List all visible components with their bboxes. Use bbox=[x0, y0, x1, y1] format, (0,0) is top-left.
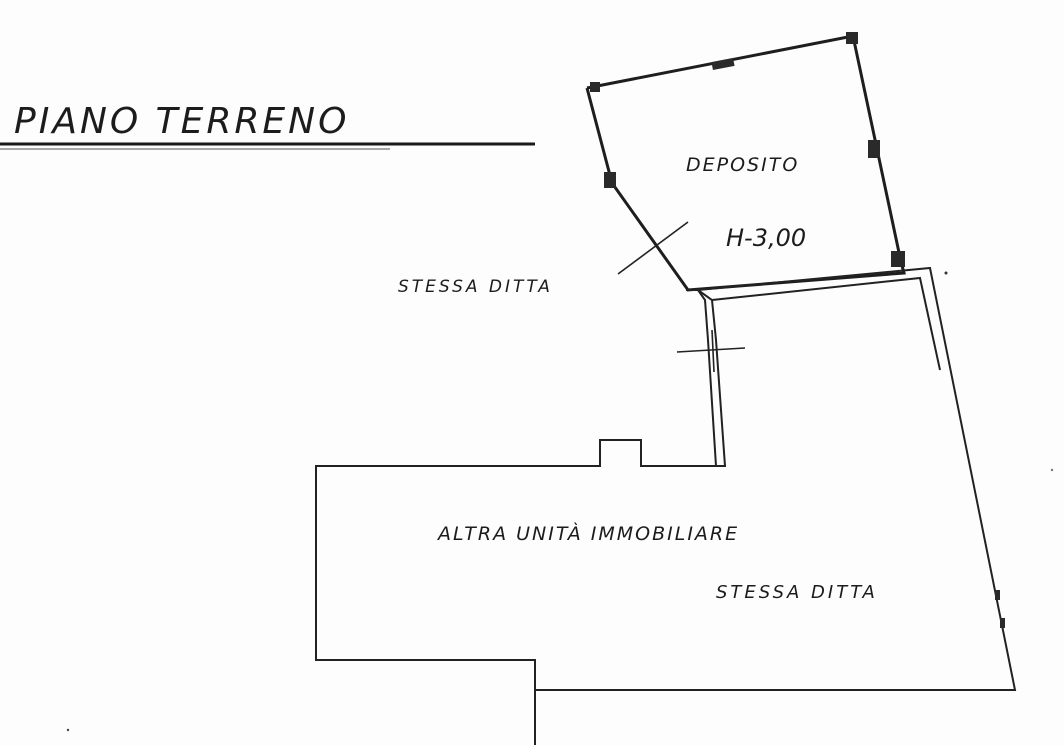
wall-marker bbox=[891, 251, 905, 267]
cross-mark-vertical bbox=[711, 329, 715, 373]
cross-mark-horizontal bbox=[676, 347, 746, 353]
wall-marker bbox=[590, 82, 600, 92]
deposit-name: DEPOSITO bbox=[686, 154, 799, 176]
deposit-room: DEPOSITO H-3,00 bbox=[585, 32, 906, 292]
wall-marker bbox=[868, 140, 880, 158]
plan-title-group: PIANO TERRENO bbox=[0, 101, 535, 150]
other-unit-right-wall bbox=[535, 266, 1017, 691]
upper-inner-wall bbox=[711, 276, 941, 371]
neighbor-owner-label: STESSA DITTA bbox=[398, 277, 553, 297]
other-unit-name: ALTRA UNITÀ IMMOBILIARE bbox=[436, 522, 739, 545]
wall-marker bbox=[604, 172, 616, 188]
speck bbox=[1050, 468, 1054, 472]
speck bbox=[66, 728, 70, 732]
other-unit-left-wall bbox=[315, 289, 727, 745]
neighbor-annotation: STESSA DITTA bbox=[398, 221, 689, 297]
other-unit-owner: STESSA DITTA bbox=[716, 582, 878, 603]
leader-line bbox=[617, 221, 689, 275]
deposit-height: H-3,00 bbox=[726, 224, 806, 252]
wall-marker bbox=[1000, 618, 1005, 628]
wall-marker bbox=[995, 590, 1000, 600]
wall-marker bbox=[846, 32, 858, 44]
wall-marker bbox=[711, 57, 735, 71]
speck bbox=[944, 271, 948, 275]
corridor-inner-wall bbox=[697, 289, 717, 467]
other-unit: ALTRA UNITÀ IMMOBILIARE STESSA DITTA bbox=[315, 266, 1017, 745]
plan-title: PIANO TERRENO bbox=[14, 101, 349, 142]
